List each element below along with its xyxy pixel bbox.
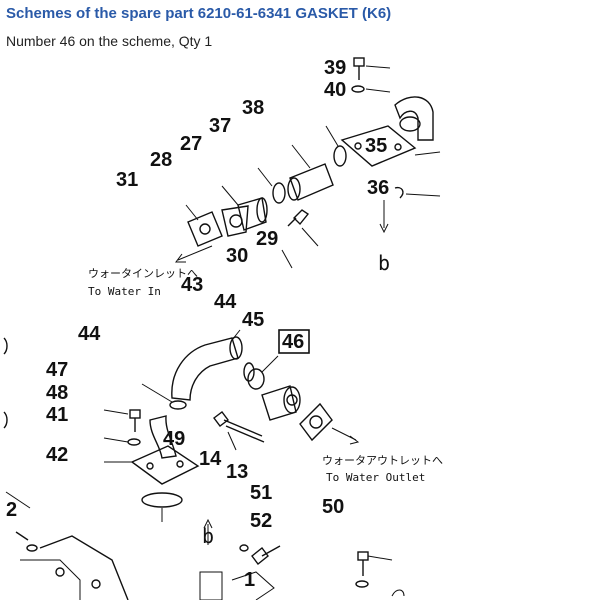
ref-arrow-b-lower <box>203 518 213 545</box>
callout-1: 1 <box>244 569 255 591</box>
callout-35: 35 <box>365 135 387 157</box>
callout-40: 40 <box>324 79 346 101</box>
callout-36: 36 <box>367 177 389 199</box>
gasket-36 <box>379 186 441 234</box>
callout-42: 42 <box>46 444 68 466</box>
gasket-46 <box>247 355 279 390</box>
callout-27: 27 <box>180 133 202 155</box>
flange-42 <box>104 445 200 485</box>
part-description: Number 46 on the scheme, Qty 1 <box>6 33 213 49</box>
callout-43: 43 <box>181 274 203 296</box>
engine-block-outline <box>5 491 275 600</box>
water-inlet-label-en: To Water In <box>88 285 161 298</box>
page-title: Schemes of the spare part 6210-61-6341 G… <box>6 5 392 22</box>
callout-28: 28 <box>150 149 172 171</box>
water-outlet-label-jp: ウォータアウトレットへ <box>322 454 443 467</box>
o-ring-50 <box>141 492 183 522</box>
bolt-14 <box>213 411 265 451</box>
gasket-outlet <box>299 402 360 445</box>
callout-51: 51 <box>250 482 272 504</box>
callout-30: 30 <box>226 245 248 267</box>
callout-38: 38 <box>242 97 264 119</box>
clamp-45 <box>141 362 255 410</box>
pipe-outlet <box>261 385 301 421</box>
bolt-52 <box>239 544 281 565</box>
left-edge-marks <box>3 337 8 429</box>
ref-b-lower: b <box>202 524 214 548</box>
ref-b-upper: b <box>378 251 390 275</box>
bolt-39 <box>353 57 391 80</box>
callout-44-left: 44 <box>78 323 101 345</box>
callout-39: 39 <box>324 57 346 79</box>
callout-46: 46 <box>282 331 304 353</box>
callout-48: 48 <box>46 382 68 404</box>
hose-38 <box>287 144 334 201</box>
flange-35 <box>340 125 441 167</box>
callout-50: 50 <box>322 496 344 518</box>
callout-37: 37 <box>209 115 231 137</box>
bolt-right <box>355 551 405 597</box>
pipe-27 <box>221 185 268 231</box>
callout-47: 47 <box>46 359 68 381</box>
water-outlet-label-en: To Water Outlet <box>326 471 425 484</box>
callout-49: 49 <box>163 428 185 450</box>
parts-scheme: 39 40 38 37 35 27 28 31 36 29 30 43 44 4… <box>0 52 600 600</box>
water-inlet-label-jp: ウォータインレットへ <box>88 267 198 280</box>
bolt-41 <box>103 409 141 446</box>
washer-40 <box>351 85 391 93</box>
pipe-49 <box>149 415 177 459</box>
callout-31: 31 <box>116 169 138 191</box>
callout-29: 29 <box>256 228 278 250</box>
callout-45: 45 <box>242 309 264 331</box>
flange-28 <box>221 205 249 237</box>
bolt-29 <box>281 209 319 269</box>
callout-44-upper: 44 <box>214 291 237 313</box>
elbow-hose-upper <box>394 96 434 141</box>
clamp-37 <box>257 125 347 204</box>
callout-13: 13 <box>226 461 248 483</box>
callout-2: 2 <box>6 499 17 521</box>
gasket-31 <box>175 204 223 263</box>
callout-41: 41 <box>46 404 68 426</box>
highlight-box-46 <box>278 329 310 354</box>
callout-52: 52 <box>250 510 272 532</box>
callout-14: 14 <box>199 448 222 470</box>
elbow-hose-lower <box>171 329 243 401</box>
